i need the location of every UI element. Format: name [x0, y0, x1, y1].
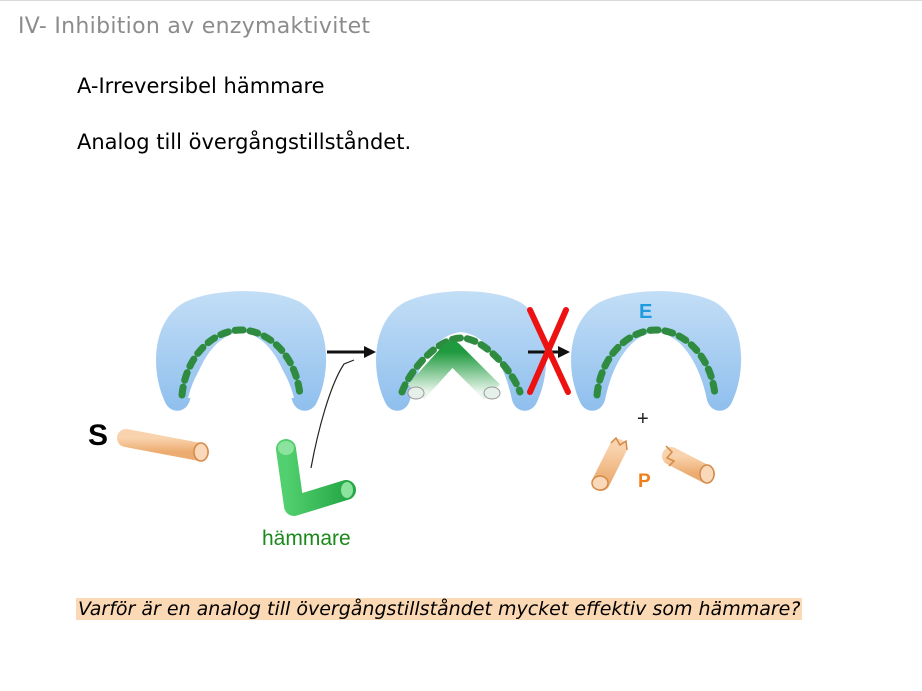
enzyme-label: E: [639, 301, 652, 323]
inhibitor-label: hämmare: [262, 527, 351, 550]
inhibitor-molecule: [276, 439, 356, 516]
product-label: P: [638, 471, 651, 492]
heading-irreversible: A-Irreversibel hämmare: [77, 74, 325, 98]
product-piece-right: [662, 445, 715, 484]
blocked-x-mark: [527, 307, 571, 395]
enzyme-free: [156, 291, 327, 411]
top-divider: [0, 0, 922, 1]
inhibitor-pointer-line: [310, 359, 355, 469]
substrate-label: S: [88, 419, 108, 452]
question-highlight: Varför är en analog till övergångstillst…: [76, 598, 803, 620]
reaction-arrow-1: [327, 346, 376, 358]
enzyme-inhibited: [376, 291, 547, 411]
slide-title: IV- Inhibition av enzymaktivitet: [18, 14, 371, 39]
subheading-analog: Analog till övergångstillståndet.: [77, 130, 412, 154]
substrate-stick: [117, 429, 209, 462]
reaction-arrow-2: [528, 346, 570, 358]
plus-sign: +: [637, 408, 649, 430]
enzyme-released: [571, 291, 742, 411]
product-piece-left: [591, 436, 628, 491]
